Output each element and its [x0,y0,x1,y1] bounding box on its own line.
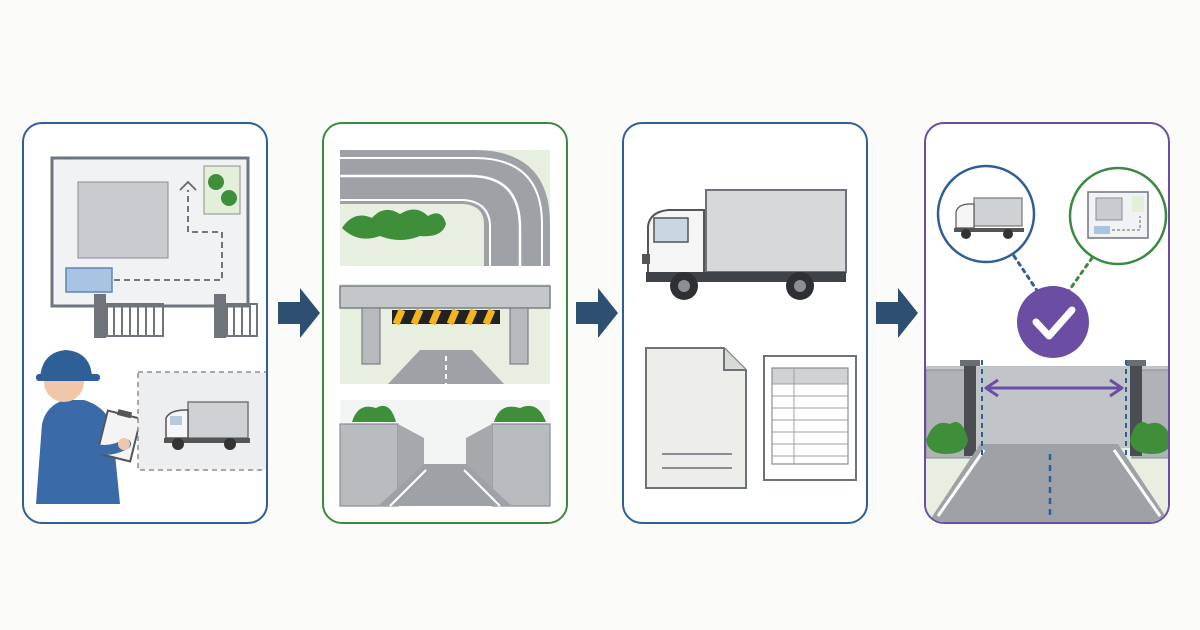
checkmark-icon [1017,286,1089,358]
connector-left [1012,254,1040,294]
flow-arrow-2-icon [576,288,618,338]
step-clearance-verified-panel [924,122,1170,524]
spreadsheet-icon [763,355,857,481]
connector-right [1066,256,1094,294]
step-vehicle-selection-panel [622,122,868,524]
box-truck-icon [642,189,847,300]
clearance-verified-illustration [926,164,1168,522]
site-plan-bubble [1068,166,1168,266]
site-plan-icon [50,156,250,308]
site-survey-illustration [36,156,266,504]
vehicle-selection-illustration [642,189,857,489]
height-restriction-bridge-icon [339,284,551,384]
inspector-with-clipboard-icon [36,350,143,504]
document-icon [645,347,747,489]
step-site-survey-panel [22,122,268,524]
step-route-check-panel [322,122,568,524]
gate-width-measurement-icon [926,360,1168,522]
flow-arrow-3-icon [876,288,918,338]
narrow-road-icon [339,400,551,507]
truck-icon [164,401,250,450]
truck-bubble [936,164,1036,264]
curved-road-icon [340,150,550,266]
flow-arrow-1-icon [278,288,320,338]
route-check-illustration [339,150,551,507]
gate-icon [94,294,258,338]
